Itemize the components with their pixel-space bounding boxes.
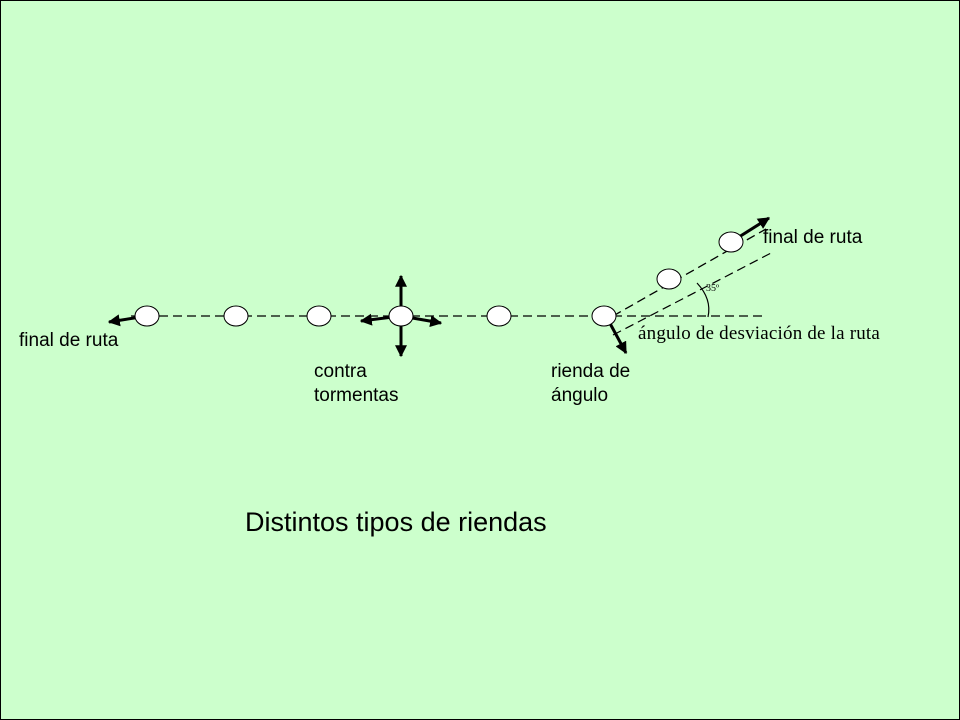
pole — [223, 305, 249, 327]
label-deviation: ángulo de desviación de la ruta — [638, 323, 881, 344]
label-angle-value: 35º — [706, 283, 720, 294]
label-end-left: final de ruta — [19, 330, 119, 351]
parallel-route-line — [612, 251, 774, 336]
label-end-right: final de ruta — [763, 227, 863, 248]
page-title: Distintos tipos de riendas — [245, 507, 547, 537]
label-angle-line1: rienda de — [551, 361, 631, 382]
label-angle-line2: ángulo — [551, 385, 609, 406]
label-storm-line2: tormentas — [314, 385, 399, 406]
angle-arc — [696, 282, 710, 318]
label-storm-line1: contra — [314, 361, 367, 382]
pole — [656, 268, 682, 290]
label-angle-guy: rienda de ángulo — [551, 360, 630, 408]
pole — [388, 305, 414, 327]
pole — [718, 231, 744, 253]
pole — [134, 305, 160, 327]
pole — [486, 305, 512, 327]
label-storm: contra tormentas — [314, 360, 398, 408]
pole — [306, 305, 332, 327]
pole — [591, 305, 617, 327]
